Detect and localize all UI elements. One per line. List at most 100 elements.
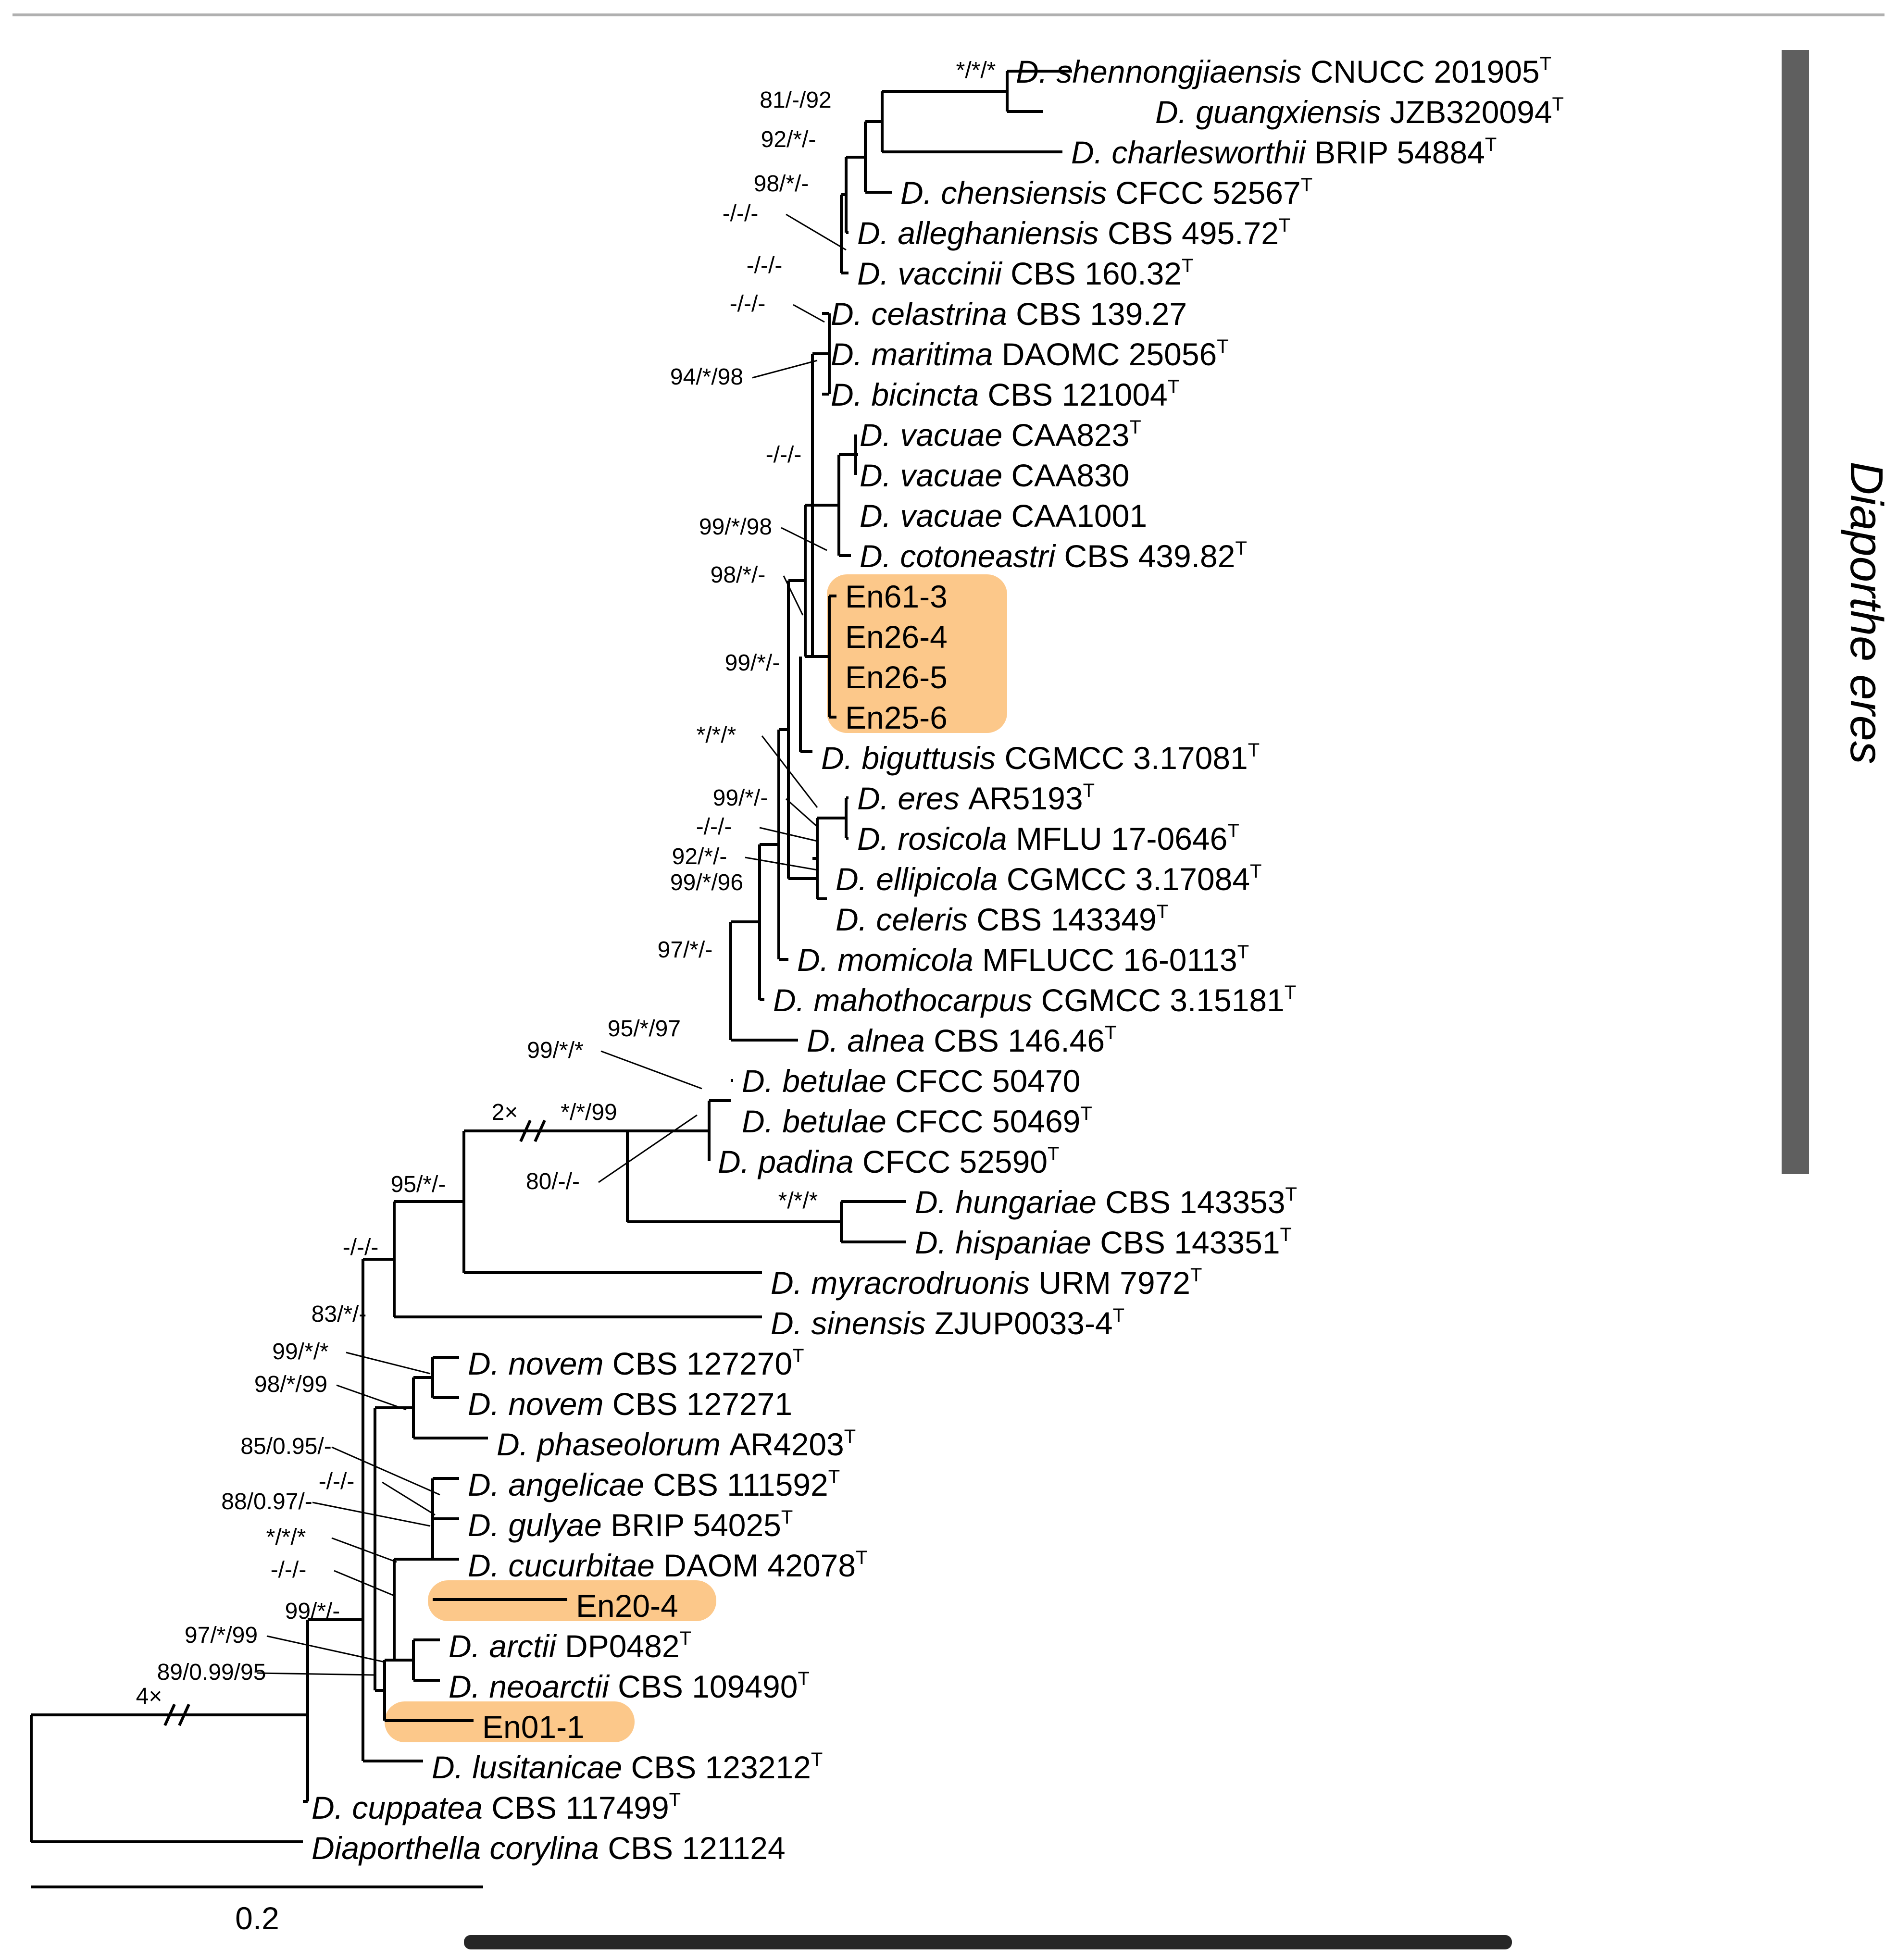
- taxon-genus: D.: [807, 1023, 847, 1058]
- taxon-strain: CAA830: [1011, 458, 1130, 493]
- taxon-strain: CBS 495.72: [1108, 215, 1279, 251]
- support-label: -/-/-: [747, 253, 783, 278]
- taxon-genus: D.: [449, 1628, 489, 1664]
- taxon-strain: CBS 111592: [653, 1467, 828, 1502]
- type-strain-mark: T: [1279, 215, 1290, 236]
- taxon-strain: ZJUP0033-4: [935, 1305, 1113, 1341]
- taxon-genus: D.: [718, 1144, 758, 1179]
- type-strain-mark: T: [1083, 780, 1095, 801]
- taxon-genus: D.: [1016, 54, 1056, 89]
- support-label: -/-/-: [723, 201, 759, 226]
- taxon-label: D. cucurbitae DAOM 42078T: [468, 1547, 868, 1583]
- type-strain-mark: T: [1237, 942, 1249, 963]
- taxon-label: D. alnea CBS 146.46T: [807, 1022, 1117, 1058]
- taxon-genus: D.: [497, 1427, 537, 1462]
- type-strain-mark: T: [1048, 1143, 1059, 1165]
- taxon-label: D. ellipicola CGMCC 3.17084T: [836, 861, 1261, 897]
- taxon-strain: CFCC 52590: [862, 1144, 1048, 1179]
- type-strain-mark: T: [1280, 1224, 1292, 1245]
- support-leader-line: [266, 1635, 385, 1663]
- taxon-species: vaccinii: [898, 256, 1011, 291]
- type-strain-mark: T: [1485, 134, 1497, 155]
- type-strain-mark: T: [798, 1668, 809, 1689]
- support-label: 89/0.99/95: [157, 1660, 266, 1685]
- taxon-genus: D.: [797, 942, 837, 978]
- type-strain-mark: T: [1190, 1265, 1202, 1286]
- type-strain-mark: T: [1250, 861, 1261, 882]
- support-label: 80/-/-: [526, 1169, 580, 1194]
- taxon-strain: En20-4: [576, 1588, 678, 1624]
- clade-bar: [1782, 50, 1809, 1174]
- type-strain-mark: T: [1182, 255, 1193, 276]
- taxon-strain: CBS 143349: [976, 902, 1156, 937]
- taxon-label: En26-4: [845, 619, 948, 655]
- taxon-species: momicola: [837, 942, 982, 978]
- taxon-genus: D.: [831, 336, 871, 372]
- taxon-strain: CGMCC 3.17084: [1007, 861, 1250, 897]
- taxon-genus: D.: [771, 1265, 811, 1301]
- taxon-strain: CBS 127270: [612, 1346, 792, 1381]
- taxon-species: betulae: [782, 1063, 895, 1099]
- support-label: 99/*/96: [670, 870, 743, 895]
- taxon-strain: En26-5: [845, 659, 948, 695]
- taxon-label: D. celeris CBS 143349T: [836, 901, 1168, 937]
- taxon-species: neoarctii: [489, 1669, 618, 1704]
- taxon-label: D. vaccinii CBS 160.32T: [857, 255, 1193, 291]
- taxon-genus: D.: [836, 861, 876, 897]
- clade-label: Diaporthe eres: [1841, 461, 1892, 764]
- taxon-label: D. betulae CFCC 50470: [742, 1063, 1080, 1099]
- taxon-species: guangxiensis: [1196, 94, 1390, 130]
- taxon-strain: CAA823: [1011, 417, 1130, 453]
- taxon-species: lusitanicae: [472, 1749, 631, 1785]
- support-label: 83/*/-: [312, 1302, 367, 1327]
- taxon-label: Diaporthella corylina CBS 121124: [312, 1830, 786, 1866]
- taxon-genus: D.: [831, 377, 871, 412]
- taxon-genus: Diaporthella: [312, 1830, 490, 1866]
- support-leader-line: [257, 1672, 375, 1676]
- taxon-label: D. novem CBS 127270T: [468, 1345, 804, 1381]
- taxon-species: alnea: [847, 1023, 934, 1058]
- taxon-species: eres: [898, 781, 968, 816]
- taxon-genus: D.: [742, 1104, 782, 1139]
- taxon-species: phaseolorum: [536, 1427, 729, 1462]
- taxon-label: D. vacuae CAA830: [860, 458, 1129, 493]
- type-strain-mark: T: [1285, 1184, 1297, 1205]
- taxon-label: D. vacuae CAA1001: [860, 498, 1147, 533]
- support-label: -/-/-: [696, 814, 732, 840]
- support-leader-line: [793, 304, 825, 323]
- taxon-genus: D.: [449, 1669, 489, 1704]
- taxon-label: D. charlesworthii BRIP 54884T: [1071, 134, 1497, 170]
- taxon-strain: CBS 160.32: [1011, 256, 1182, 291]
- type-strain-mark: T: [1285, 982, 1296, 1003]
- support-label: 99/*/*: [527, 1038, 583, 1063]
- taxon-strain: URM 7972: [1039, 1265, 1190, 1301]
- taxon-species: vacuae: [900, 498, 1011, 533]
- taxon-species: biguttusis: [861, 740, 1004, 776]
- branch-break-mark: [163, 1703, 176, 1726]
- taxon-strain: BRIP 54884: [1314, 135, 1485, 170]
- support-leader-line: [346, 1352, 431, 1375]
- support-leader-line: [752, 360, 818, 379]
- support-label: 99/*/98: [699, 514, 772, 540]
- support-label: -/-/-: [766, 442, 802, 468]
- taxon-label: D. cotoneastri CBS 439.82T: [860, 538, 1247, 574]
- taxon-species: vacuae: [900, 417, 1011, 453]
- taxon-label: D. alleghaniensis CBS 495.72T: [857, 215, 1290, 251]
- taxon-label: D. celastrina CBS 139.27: [831, 296, 1187, 332]
- branch-break-mark: [534, 1119, 546, 1142]
- taxon-genus: D.: [468, 1507, 508, 1543]
- type-strain-mark: T: [680, 1628, 691, 1649]
- branch-break-mark: [519, 1119, 532, 1142]
- support-label: 92/*/-: [761, 127, 816, 152]
- type-strain-mark: T: [1552, 94, 1564, 115]
- taxon-species: sinensis: [811, 1305, 935, 1341]
- taxon-strain: CBS 121004: [987, 377, 1167, 412]
- type-strain-mark: T: [828, 1466, 840, 1488]
- taxon-genus: D.: [1071, 135, 1111, 170]
- support-label: -/-/-: [319, 1469, 355, 1494]
- taxon-strain: CBS 143351: [1100, 1225, 1280, 1260]
- taxon-genus: D.: [900, 175, 941, 211]
- support-leader-line: [761, 735, 818, 808]
- taxon-strain: AR4203: [729, 1427, 844, 1462]
- taxon-label: En25-6: [845, 700, 948, 735]
